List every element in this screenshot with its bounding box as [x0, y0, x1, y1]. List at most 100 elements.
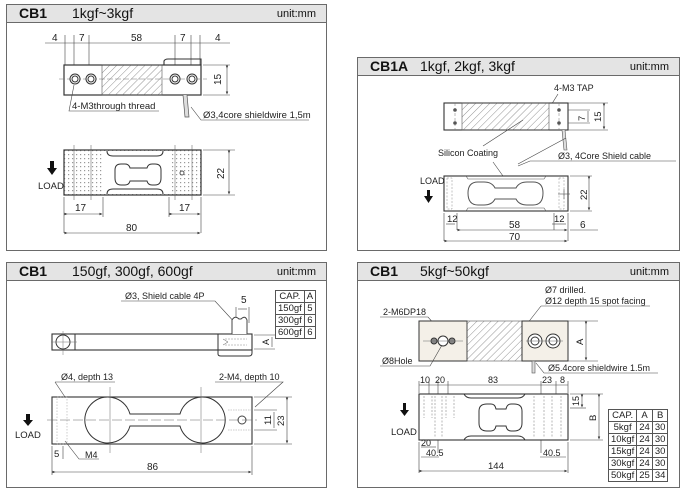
dim-8: 8 [560, 375, 565, 385]
panel-cb1a: CB1A 1kgf, 2kgf, 3kgf unit:mm 4-M3 TAP [357, 57, 680, 251]
load-cell-top-view [59, 58, 207, 118]
model-name: CB1 [19, 5, 48, 21]
dim-22: 22 [579, 189, 590, 200]
dim-23: 23 [542, 375, 552, 385]
table-row: 150gf 5 [275, 302, 317, 315]
dim-b: B [588, 415, 599, 421]
dim-22: 22 [216, 167, 227, 179]
m4-label: M4 [85, 450, 98, 460]
thread-label: 4-M3through thread [72, 101, 155, 112]
table-cell: 24 [636, 445, 653, 458]
unit-label: unit:mm [629, 266, 669, 278]
dim-83: 83 [488, 375, 498, 385]
load-arrow-icon [23, 414, 33, 426]
cable-label: Ø3, 4Core Shield cable [558, 151, 651, 161]
table-row: 15kgf 24 30 [607, 445, 669, 458]
coating-label: Silicon Coating [438, 148, 498, 158]
dim-40-5-right: 40.5 [543, 448, 561, 458]
cable-label: Ø3, Shield cable 4P [125, 291, 205, 301]
load-label: LOAD [15, 430, 41, 441]
table-cell: 150gf [275, 302, 305, 315]
dim-7: 7 [577, 116, 588, 121]
load-cell-top-view [51, 316, 253, 357]
dim-10: 10 [420, 375, 430, 385]
table-cell: 24 [636, 421, 653, 434]
capacity-range: 5kgf~50kgf [420, 263, 489, 279]
table-row: 50kgf 25 34 [607, 469, 669, 482]
drawing-cb1-5-50kgf: Ø7 drilled. Ø12 depth 15 spot facing 2-M… [380, 285, 658, 473]
capacity-table: CAP. A 150gf 5 300gf 6 600gf 6 [275, 290, 317, 339]
unit-label: unit:mm [629, 61, 669, 73]
panel-header: CB1 1kgf~3kgf unit:mm [7, 5, 326, 23]
hole-label: Ø8Hole [382, 356, 413, 366]
load-cell-side-view [63, 145, 202, 200]
table-header: A [636, 409, 653, 422]
table-cell: 600gf [275, 326, 305, 339]
dim-7-left: 7 [79, 33, 85, 44]
dim-40-5-left: 40.5 [426, 448, 444, 458]
load-label: LOAD [420, 176, 445, 186]
load-arrow-icon [424, 190, 433, 203]
dim-6: 6 [580, 220, 586, 231]
table-cell: 30 [651, 445, 669, 458]
drawing-cb1-150-600gf: Ø3, Shield cable 4P 5 A Ø4, depth 13 [15, 291, 292, 475]
table-row: 5kgf 24 30 [607, 421, 669, 434]
panel-header: CB1 150gf, 300gf, 600gf unit:mm [7, 263, 326, 281]
thread-label: 2-M6DP18 [383, 307, 426, 317]
thread-label: 2-M4, depth 10 [219, 372, 280, 382]
dim-58: 58 [509, 220, 521, 231]
table-cell: 15kgf [607, 445, 638, 458]
table-cell: 30kgf [607, 457, 638, 470]
top-dimension-line [45, 35, 230, 65]
table-cell: 30 [651, 421, 669, 434]
capacity-range: 1kgf, 2kgf, 3kgf [420, 58, 515, 74]
dim-15: 15 [213, 73, 224, 85]
table-row: 10kgf 24 30 [607, 433, 669, 446]
table-cell: 5kgf [607, 421, 638, 434]
dim-a: A [261, 339, 271, 345]
unit-label: unit:mm [276, 266, 316, 278]
tap-label: 4-M3 TAP [554, 83, 594, 93]
panel-header: CB1 5kgf~50kgf unit:mm [358, 263, 679, 281]
table-header: B [651, 409, 669, 422]
model-name: CB1 [19, 263, 48, 279]
dim-58: 58 [131, 33, 143, 44]
dim-86: 86 [147, 462, 159, 473]
drawing-cb1a: 4-M3 TAP 7 15 Silicon Coating Ø3, 4Core … [420, 83, 676, 243]
dim-5: 5 [241, 295, 247, 306]
table-row: 30kgf 24 30 [607, 457, 669, 470]
dim-15: 15 [593, 111, 604, 122]
dim-12-left: 12 [447, 214, 458, 225]
drill-label-1: Ø7 drilled. [545, 285, 586, 295]
dim-17-right: 17 [179, 203, 191, 214]
table-cell: 24 [636, 433, 653, 446]
dim-4-right: 4 [215, 33, 221, 44]
dim-17-left: 17 [75, 203, 87, 214]
unit-label: unit:mm [276, 8, 316, 20]
wire-label: Ø3,4core shieldwire 1,5m [203, 110, 311, 121]
table-cell: 30 [651, 457, 669, 470]
hole-label: Ø4, depth 13 [61, 372, 113, 382]
load-cell-top-view [418, 320, 569, 374]
load-label: LOAD [391, 427, 417, 438]
load-cell-top-view [443, 102, 569, 151]
dim-20-bottom: 20 [421, 438, 431, 448]
dim-12-right: 12 [554, 214, 565, 225]
panel-header: CB1A 1kgf, 2kgf, 3kgf unit:mm [358, 58, 679, 76]
load-cell-side-view [443, 175, 570, 212]
table-cell: 6 [303, 326, 317, 339]
dim-70: 70 [509, 232, 521, 243]
table-cell: 25 [636, 469, 653, 482]
table-cell: 24 [636, 457, 653, 470]
table-header: CAP. [607, 409, 638, 422]
dim-11: 11 [263, 415, 274, 425]
load-cell-side-view [418, 393, 569, 441]
capacity-table: CAP. A B 5kgf 24 30 10kgf 24 30 15kgf 24… [607, 409, 669, 482]
table-cell: 50kgf [607, 469, 638, 482]
capacity-range: 150gf, 300gf, 600gf [72, 263, 193, 279]
load-arrow-icon [47, 161, 57, 175]
table-cell: 300gf [275, 314, 305, 327]
table-header-row: CAP. A [275, 290, 317, 303]
table-cell: 5 [303, 302, 317, 315]
dim-15: 15 [571, 396, 581, 406]
